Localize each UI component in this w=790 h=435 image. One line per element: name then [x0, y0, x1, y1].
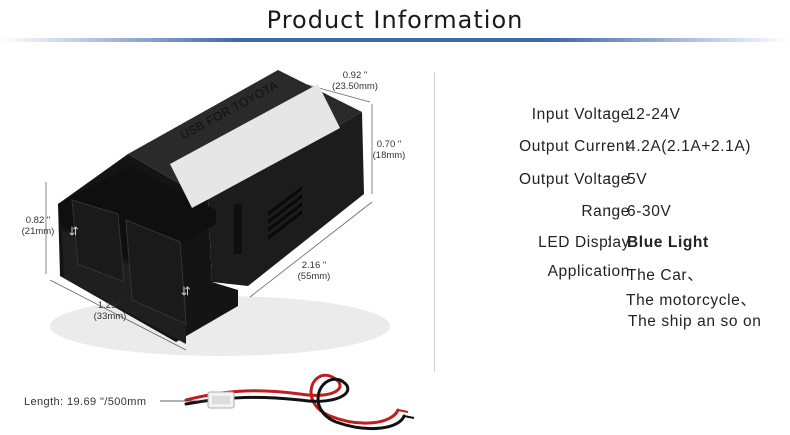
spec-led-display: LED Display : Blue Light [440, 234, 790, 258]
dim-width: 1.29 " (33mm) [84, 300, 136, 322]
spec-output-current: Output Current : 4.2A(2.1A+2.1A) [440, 138, 790, 162]
spec-value: 5V [627, 171, 648, 188]
dim-depth: 0.70 " (18mm) [364, 139, 414, 161]
dim-length: 2.16 " (55mm) [286, 260, 342, 282]
spec-label: Range [581, 203, 630, 220]
dim-length-mm: (55mm) [297, 271, 331, 282]
spec-colon: : [607, 106, 612, 123]
spec-label: LED Display [538, 234, 630, 251]
spec-output-voltage: Output Voltage : 5V [440, 171, 790, 195]
cable-length-label: Length: 19.69 "/500mm [24, 396, 147, 408]
spec-value: 4.2A(2.1A+2.1A) [627, 138, 752, 155]
page-title: Product Information [266, 6, 524, 34]
spec-application: Application : The Car、 [440, 263, 790, 287]
spec-input-voltage: Input Voltage : 12-24V [440, 106, 790, 130]
dim-width-inch: 1.29 " [97, 300, 123, 311]
dim-depth-mm: (18mm) [372, 150, 406, 161]
spec-value: The Car、 [627, 267, 704, 284]
spec-colon: : [607, 203, 612, 220]
spec-application-line-3: The ship an so on [628, 313, 762, 330]
dim-length-inch: 2.16 " [301, 260, 327, 271]
section-divider [434, 72, 435, 372]
dim-depth-inch: 0.70 " [376, 139, 402, 150]
spec-value: 12-24V [627, 106, 681, 123]
product-illustration: ⇆ ⇆ USB FOR TOYOTA 0.92 " (23.50mm) 0.70… [0, 44, 440, 435]
spec-value: Blue Light [627, 234, 709, 251]
spec-label: Output Voltage [519, 171, 630, 188]
spec-label: Input Voltage [531, 106, 630, 123]
spec-colon: : [607, 263, 612, 280]
spec-colon: : [607, 171, 612, 188]
spec-colon: : [607, 234, 612, 251]
svg-text:⇆: ⇆ [67, 226, 81, 236]
spec-label: Application [547, 263, 630, 280]
spec-range: Range : 6-30V [440, 203, 790, 227]
title-underline [0, 38, 790, 42]
dim-height: 0.82 " (21mm) [18, 215, 58, 237]
dim-height-inch: 0.82 " [25, 215, 51, 226]
spec-value: 6-30V [627, 203, 672, 220]
spec-label: Output Current [519, 138, 630, 155]
dim-width-mm: (33mm) [93, 311, 127, 322]
svg-text:⇆: ⇆ [179, 286, 193, 296]
dim-height-mm: (21mm) [21, 226, 55, 237]
usb-charger-image: ⇆ ⇆ [45, 70, 415, 430]
spec-application-line-2: The motorcycle、 [626, 292, 757, 309]
spec-colon: : [607, 138, 612, 155]
dim-top-width-mm: (23.50mm) [332, 81, 378, 92]
dim-top-width-inch: 0.92 " [342, 70, 368, 81]
dim-top-width: 0.92 " (23.50mm) [320, 70, 390, 92]
